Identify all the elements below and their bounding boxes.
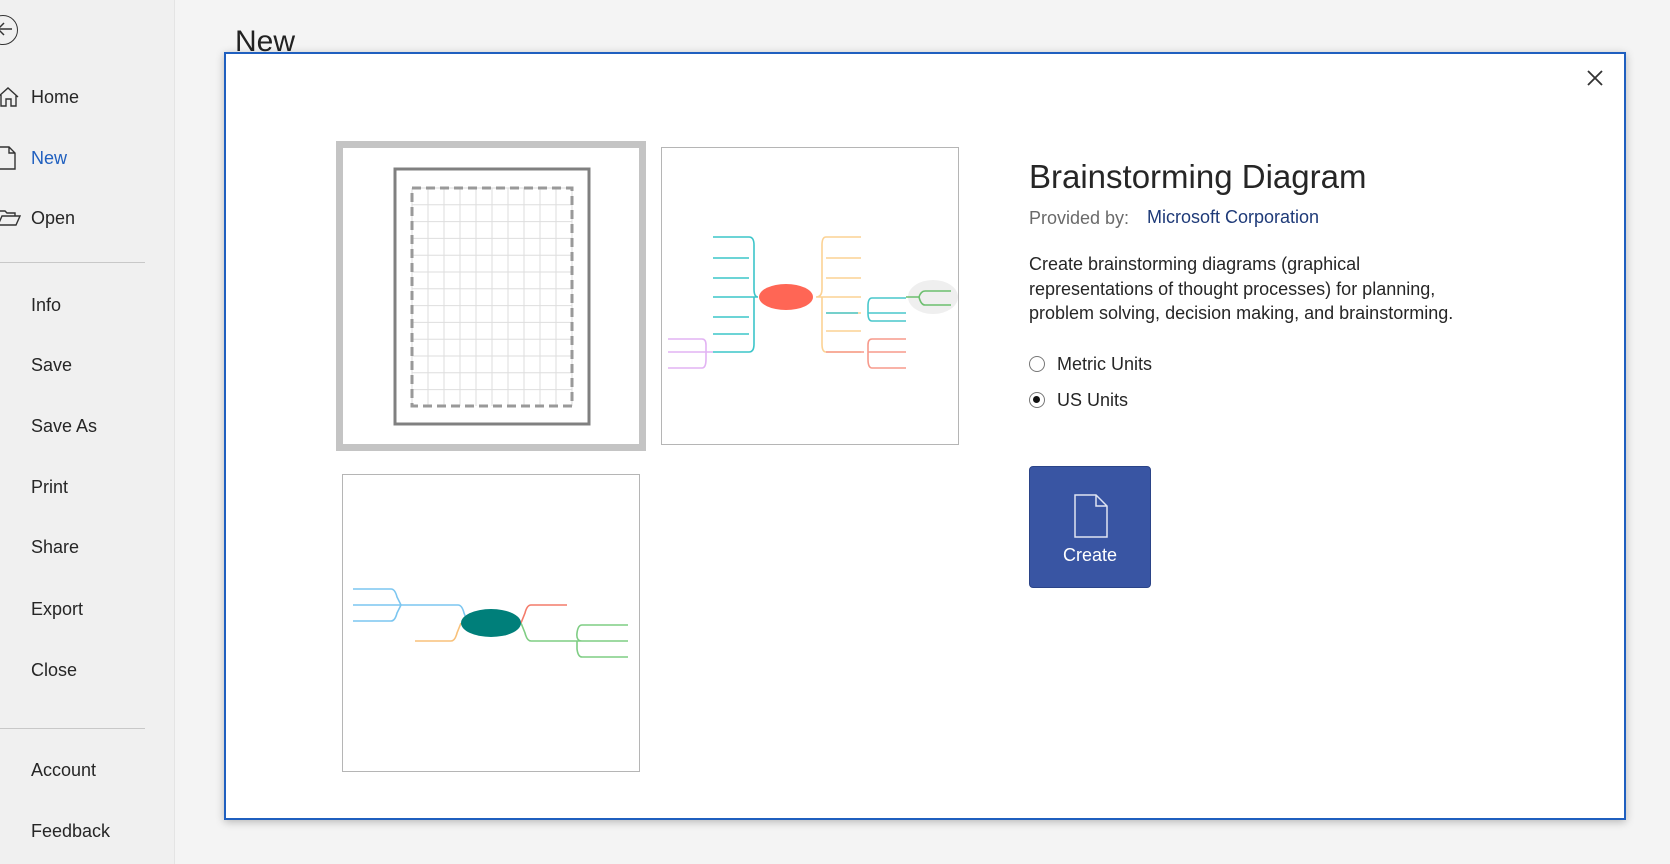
close-icon[interactable] bbox=[1581, 64, 1609, 92]
template-thumbnail-brainstorm-color[interactable] bbox=[661, 147, 959, 445]
brainstorm-preview bbox=[668, 236, 958, 369]
radio-unchecked-icon bbox=[1029, 356, 1045, 372]
radio-label: Metric Units bbox=[1057, 354, 1153, 374]
radio-checked-icon bbox=[1029, 392, 1045, 408]
provided-by-label: Provided by: bbox=[1029, 208, 1130, 228]
sidebar-item-save-as[interactable]: Save As bbox=[31, 416, 98, 436]
sidebar-item-new[interactable]: New bbox=[31, 148, 68, 168]
backstage-sidebar: Home New Open Info Save Save As Print Sh… bbox=[0, 0, 175, 864]
sidebar-item-account[interactable]: Account bbox=[31, 760, 97, 780]
blank-page-preview bbox=[393, 167, 591, 426]
sidebar-divider bbox=[0, 262, 145, 263]
sidebar-divider bbox=[0, 728, 145, 729]
new-document-icon bbox=[1074, 494, 1108, 538]
template-title: Brainstorming Diagram bbox=[1029, 158, 1367, 195]
sidebar-item-close[interactable]: Close bbox=[31, 660, 78, 680]
back-button[interactable] bbox=[0, 15, 18, 45]
create-button[interactable]: Create bbox=[1029, 466, 1151, 588]
sidebar-item-info[interactable]: Info bbox=[31, 295, 62, 315]
sidebar-item-home[interactable]: Home bbox=[31, 87, 80, 107]
radio-label: US Units bbox=[1057, 390, 1129, 410]
arrow-left-icon bbox=[0, 22, 12, 36]
sidebar-item-share[interactable]: Share bbox=[31, 537, 80, 557]
template-thumbnail-brainstorm-simple[interactable] bbox=[342, 474, 640, 772]
new-document-icon bbox=[0, 146, 16, 170]
template-thumbnail-blank[interactable] bbox=[336, 141, 646, 451]
sidebar-item-save[interactable]: Save bbox=[31, 355, 73, 375]
sidebar-item-print[interactable]: Print bbox=[31, 477, 69, 497]
template-description: Create brainstorming diagrams (graphical… bbox=[1029, 254, 1454, 323]
folder-open-icon bbox=[0, 210, 22, 226]
create-button-label: Create bbox=[1062, 545, 1118, 565]
home-icon bbox=[0, 87, 19, 107]
provider-link[interactable]: Microsoft Corporation bbox=[1147, 207, 1320, 227]
sidebar-item-feedback[interactable]: Feedback bbox=[31, 821, 111, 841]
template-preview-dialog: Brainstorming Diagram Provided by: Micro… bbox=[224, 52, 1626, 820]
sidebar-item-export[interactable]: Export bbox=[31, 599, 84, 619]
brainstorm-simple-preview bbox=[353, 588, 628, 658]
sidebar-item-open[interactable]: Open bbox=[31, 208, 76, 228]
